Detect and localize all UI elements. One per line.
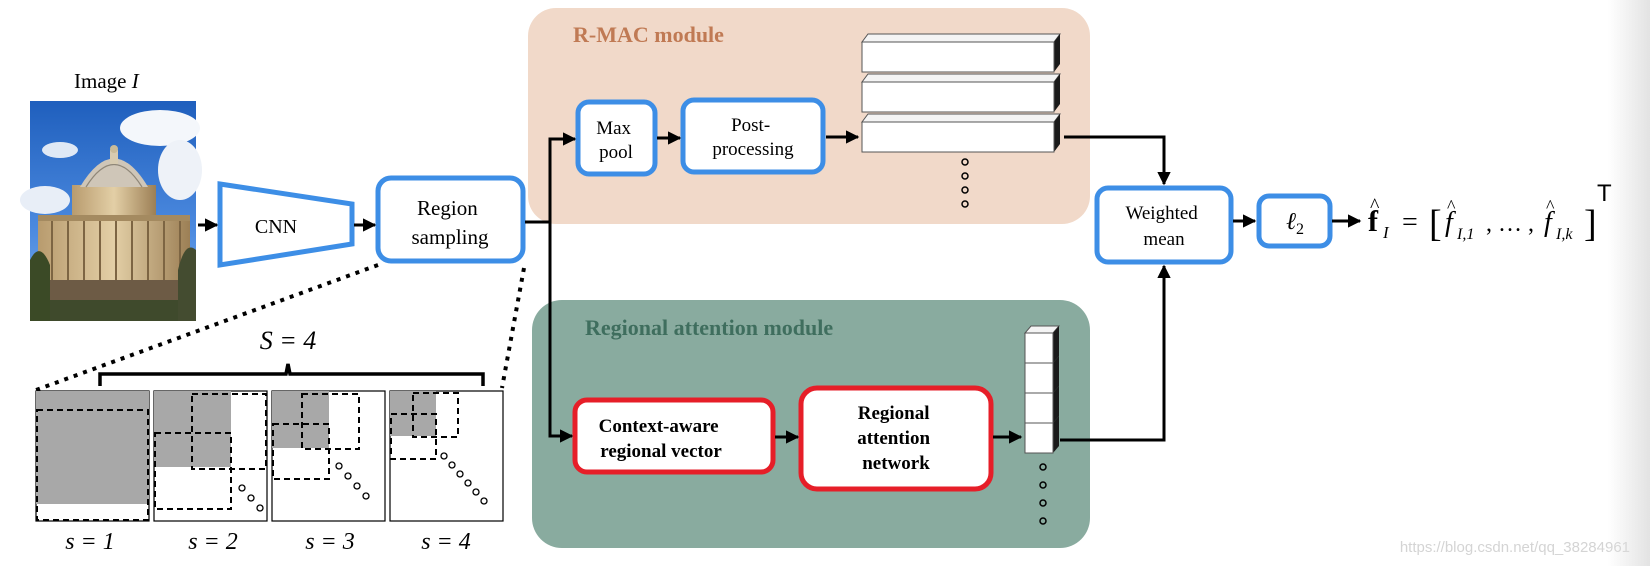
scale-label-2: s = 2 bbox=[188, 529, 238, 555]
output-close-bracket: ] bbox=[1584, 203, 1597, 245]
post-processing-block bbox=[680, 97, 826, 175]
region-sampling-label: Region sampling bbox=[412, 196, 489, 249]
ellipsis-dots bbox=[961, 158, 969, 208]
ellipsis-dots bbox=[1039, 463, 1047, 525]
output-f-sub: I bbox=[1382, 223, 1390, 242]
feature-bar bbox=[861, 73, 1061, 113]
branch-up bbox=[548, 132, 577, 222]
output-first-f: f bbox=[1445, 207, 1456, 238]
region-sampling-line-1: Region bbox=[417, 196, 478, 220]
l2-symbol: ℓ bbox=[1286, 209, 1296, 235]
scale-panel-1: s = 1 bbox=[35, 390, 150, 555]
max-pool-block bbox=[575, 99, 658, 177]
post-processing-line-2: processing bbox=[712, 139, 794, 160]
zoom-line-right bbox=[500, 267, 526, 389]
attention-weights-stack bbox=[1023, 325, 1061, 525]
region-sampling-block bbox=[375, 175, 526, 264]
image-label-text: Image bbox=[74, 69, 132, 93]
max-pool-label: Max pool bbox=[596, 118, 636, 163]
arrow-features-to-weighted-mean bbox=[1064, 135, 1171, 186]
max-pool-line-2: pool bbox=[599, 142, 633, 163]
cnn-label: CNN bbox=[255, 216, 297, 238]
image-label: Image I bbox=[74, 69, 140, 93]
weight-cube bbox=[1024, 416, 1059, 454]
output-last-f: f bbox=[1544, 207, 1555, 238]
scale-label-4: s = 4 bbox=[421, 529, 471, 555]
connectors bbox=[198, 130, 1362, 444]
arrow-weights-to-weighted-mean bbox=[1060, 264, 1171, 442]
weighted-mean-line-1: Weighted bbox=[1125, 203, 1198, 224]
context-aware-label: Context-aware regional vector bbox=[599, 416, 724, 462]
output-last-sub: I,k bbox=[1555, 226, 1573, 243]
output-last-hat: ^ bbox=[1546, 196, 1555, 216]
rmac-feature-stack bbox=[861, 33, 1061, 208]
l2-label: ℓ2 bbox=[1286, 209, 1304, 238]
watermark-url: https://blog.csdn.net/qq_38284961 bbox=[1400, 539, 1630, 556]
ran-line-2: attention bbox=[857, 428, 930, 449]
max-pool-line-1: Max bbox=[596, 118, 631, 139]
scale-S-label: S = 4 bbox=[260, 326, 317, 355]
post-processing-line-1: Post- bbox=[731, 115, 770, 136]
radcliffe-camera-photo bbox=[20, 101, 202, 321]
weight-cube bbox=[1023, 325, 1061, 364]
image-label-var: I bbox=[131, 69, 140, 93]
output-open-bracket: [ bbox=[1429, 203, 1442, 245]
feature-bar bbox=[861, 33, 1061, 73]
regional-attention-network-block bbox=[798, 385, 994, 492]
weighted-mean-block bbox=[1094, 185, 1234, 265]
region-sampling-line-2: sampling bbox=[412, 225, 489, 249]
output-formula: f ^ I = [ f ^ I,1 , … , f ^ I,k ] T bbox=[1368, 180, 1612, 245]
context-aware-line-1: Context-aware bbox=[599, 416, 719, 437]
output-equals: = bbox=[1402, 207, 1418, 238]
context-aware-line-2: regional vector bbox=[600, 441, 722, 462]
weighted-mean-line-2: mean bbox=[1143, 229, 1185, 250]
weight-cube bbox=[1024, 356, 1059, 394]
branch-down bbox=[548, 222, 574, 443]
weight-cube bbox=[1024, 386, 1059, 424]
context-aware-block bbox=[572, 397, 776, 475]
l2-subscript: 2 bbox=[1296, 221, 1304, 238]
page-edge-shadow bbox=[1608, 0, 1650, 566]
zoom-line-left bbox=[35, 263, 379, 392]
ran-line-1: Regional bbox=[858, 403, 930, 424]
post-processing-label: Post- processing bbox=[712, 115, 794, 160]
attention-module-title: Regional attention module bbox=[585, 315, 833, 340]
zoom-lines bbox=[35, 263, 526, 392]
cnn-block bbox=[217, 181, 355, 268]
scale-panel-4: s = 4 bbox=[389, 390, 504, 555]
output-first-sub: I,1 bbox=[1456, 226, 1474, 243]
output-dots: , … , bbox=[1486, 211, 1534, 237]
feature-bar bbox=[861, 113, 1061, 153]
output-f-hat: ^ bbox=[1370, 195, 1380, 217]
output-f: f bbox=[1368, 205, 1379, 238]
scale-label-3: s = 3 bbox=[305, 529, 355, 555]
weighted-mean-label: Weighted mean bbox=[1125, 203, 1202, 250]
rmac-module-title: R-MAC module bbox=[573, 22, 724, 47]
output-first-hat: ^ bbox=[1447, 196, 1456, 216]
regional-attention-network-label: Regional attention network bbox=[857, 403, 935, 474]
ran-line-3: network bbox=[862, 453, 930, 474]
scale-label-1: s = 1 bbox=[65, 529, 115, 555]
scale-panel-3: s = 3 bbox=[271, 390, 386, 555]
scale-panel-2: s = 2 bbox=[153, 390, 268, 555]
l2-normalization-block bbox=[1256, 193, 1333, 249]
scale-brace: S = 4 bbox=[98, 326, 485, 386]
